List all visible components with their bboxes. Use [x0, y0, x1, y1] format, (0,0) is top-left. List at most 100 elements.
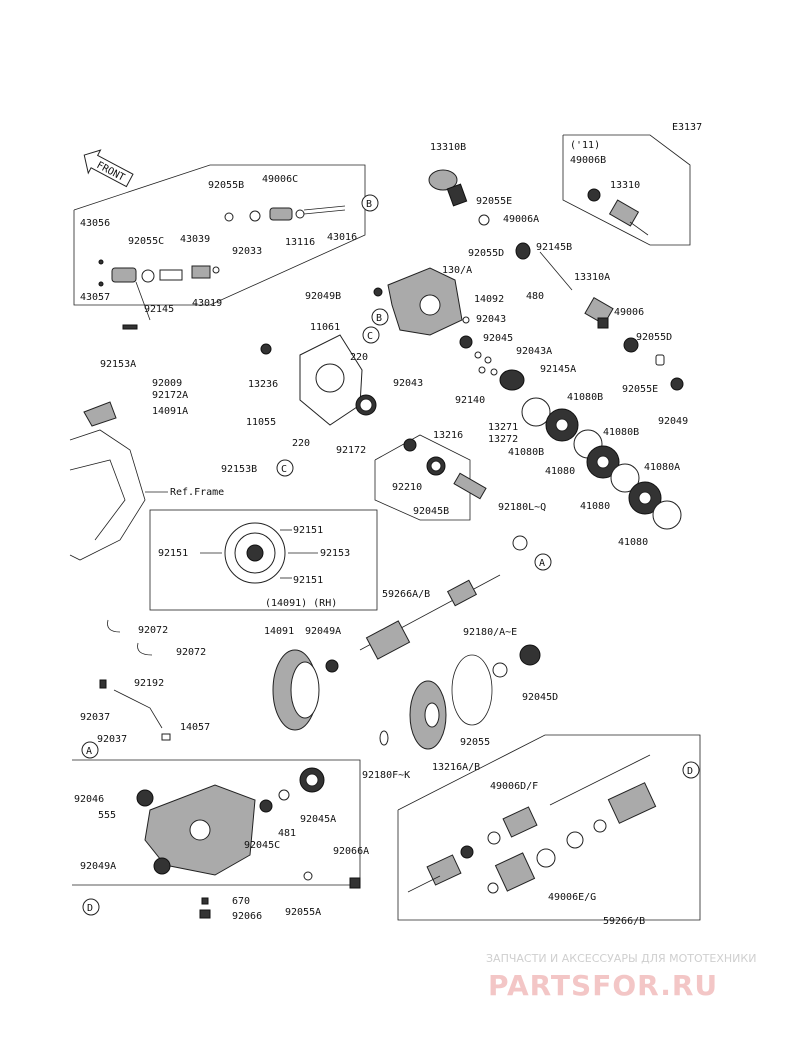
- year-note: ('11): [570, 140, 600, 151]
- part-92180F-K: 92180F~K: [362, 770, 410, 781]
- part-92151-bottom: 92151: [293, 575, 323, 586]
- clip-icon: [107, 619, 121, 633]
- part-92049B: 92049B: [305, 291, 341, 302]
- callout-circle-c: [362, 326, 380, 344]
- part-92055D: 92055D: [468, 248, 504, 259]
- clutch-plates: [474, 351, 682, 530]
- rear-gear-case: [136, 767, 361, 919]
- part-92066: 92066: [232, 911, 262, 922]
- ref-frame-label: Ref.Frame: [170, 487, 224, 498]
- part-92045: 92045: [483, 333, 513, 344]
- part-92145A: 92145A: [540, 364, 576, 375]
- joint-icon: [608, 199, 640, 227]
- part-92049A-lower: 92049A: [80, 861, 116, 872]
- part-92049: 92049: [658, 416, 688, 427]
- part-13216A-B: 13216A/B: [432, 762, 480, 773]
- clamp-icon-2: [161, 733, 171, 741]
- o-ring-icon: [451, 654, 493, 726]
- breather-assembly-frame: [73, 164, 366, 306]
- cover-plate: [260, 334, 377, 426]
- part-59266-B: 59266/B: [603, 916, 645, 927]
- part-92045C: 92045C: [244, 840, 280, 851]
- shim-icon-2: [379, 730, 389, 746]
- part-92045B: 92045B: [413, 506, 449, 517]
- part-41080A: 41080A: [644, 462, 680, 473]
- breather-parts: [98, 205, 346, 330]
- part-92072-second: 92072: [176, 647, 206, 658]
- part-14057: 14057: [180, 722, 210, 733]
- watermark-tagline: ЗАПЧАСТИ И АКСЕССУАРЫ ДЛЯ МОТОТЕХНИКИ: [486, 952, 756, 965]
- part-92145: 92145: [144, 304, 174, 315]
- front-gear-case: [373, 267, 473, 349]
- pinion-parts: [403, 438, 528, 551]
- part-59266A-B: 59266A/B: [382, 589, 430, 600]
- breather-hose-icon: [113, 689, 163, 729]
- part-92043: 92043: [476, 314, 506, 325]
- part-41080B-third: 41080B: [508, 447, 544, 458]
- part-14091: 14091: [264, 626, 294, 637]
- part-49006C: 49006C: [262, 174, 298, 185]
- diagram-code: E3137: [672, 122, 702, 133]
- part-92009: 92009: [152, 378, 182, 389]
- rear-axle-frame: [397, 734, 701, 921]
- watermark-brand: PARTSFOR.RU: [488, 969, 718, 1002]
- rear-housing-frame: [72, 759, 361, 886]
- callout-a-label: A: [539, 558, 545, 569]
- part-92145B: 92145B: [536, 242, 572, 253]
- part-11055: 11055: [246, 417, 276, 428]
- bearing-icon: [519, 644, 541, 666]
- callout-d-label: D: [87, 903, 93, 914]
- part-92072: 92072: [138, 625, 168, 636]
- part-92055: 92055: [460, 737, 490, 748]
- part-92153A: 92153A: [100, 359, 136, 370]
- part-41080-second: 41080: [580, 501, 610, 512]
- part-43019: 43019: [192, 298, 222, 309]
- part-92140: 92140: [455, 395, 485, 406]
- part-92049A: 92049A: [305, 626, 341, 637]
- part-92066A: 92066A: [333, 846, 369, 857]
- part-92033: 92033: [232, 246, 262, 257]
- part-92055E: 92055E: [476, 196, 512, 207]
- part-92153: 92153: [320, 548, 350, 559]
- part-13216: 13216: [433, 430, 463, 441]
- part-11061: 11061: [310, 322, 340, 333]
- year-variant-frame: [562, 134, 691, 246]
- assembly-note: (14091) (RH): [265, 598, 337, 609]
- part-49006B: 49006B: [570, 155, 606, 166]
- part-13236: 13236: [248, 379, 278, 390]
- part-43057: 43057: [80, 292, 110, 303]
- callout-b2-label: B: [376, 313, 382, 324]
- part-49006E-G: 49006E/G: [548, 892, 596, 903]
- callout-circle-a2: [81, 741, 99, 759]
- part-92153B: 92153B: [221, 464, 257, 475]
- callout-circle-a: [534, 553, 552, 571]
- callout-d2-label: D: [687, 766, 693, 777]
- part-43039: 43039: [180, 234, 210, 245]
- callout-circle-b: [361, 194, 379, 212]
- pinion-assembly-frame: [374, 434, 471, 521]
- part-92180L-Q: 92180L~Q: [498, 502, 546, 513]
- part-555: 555: [98, 810, 116, 821]
- seal-icon: [587, 188, 601, 202]
- part-14092: 14092: [474, 294, 504, 305]
- part-41080B-second: 41080B: [603, 427, 639, 438]
- clamp-icon: [99, 679, 107, 689]
- part-92172: 92172: [336, 445, 366, 456]
- callout-circle-c2: [276, 459, 294, 477]
- callout-circle-b2: [371, 308, 389, 326]
- part-92043-lower: 92043: [393, 378, 423, 389]
- part-92192: 92192: [134, 678, 164, 689]
- part-13272: 13272: [488, 434, 518, 445]
- part-92045D: 92045D: [522, 692, 558, 703]
- part-220-lower: 220: [292, 438, 310, 449]
- callout-c2-label: C: [281, 464, 287, 475]
- part-92180A-E: 92180/A~E: [463, 627, 517, 638]
- callout-a2-label: A: [86, 746, 92, 757]
- ring-gear-detail-frame: [149, 509, 378, 611]
- shim-icon: [492, 662, 508, 678]
- clip-icon-2: [137, 642, 153, 656]
- part-43056: 43056: [80, 218, 110, 229]
- part-92046: 92046: [74, 794, 104, 805]
- part-92045A: 92045A: [300, 814, 336, 825]
